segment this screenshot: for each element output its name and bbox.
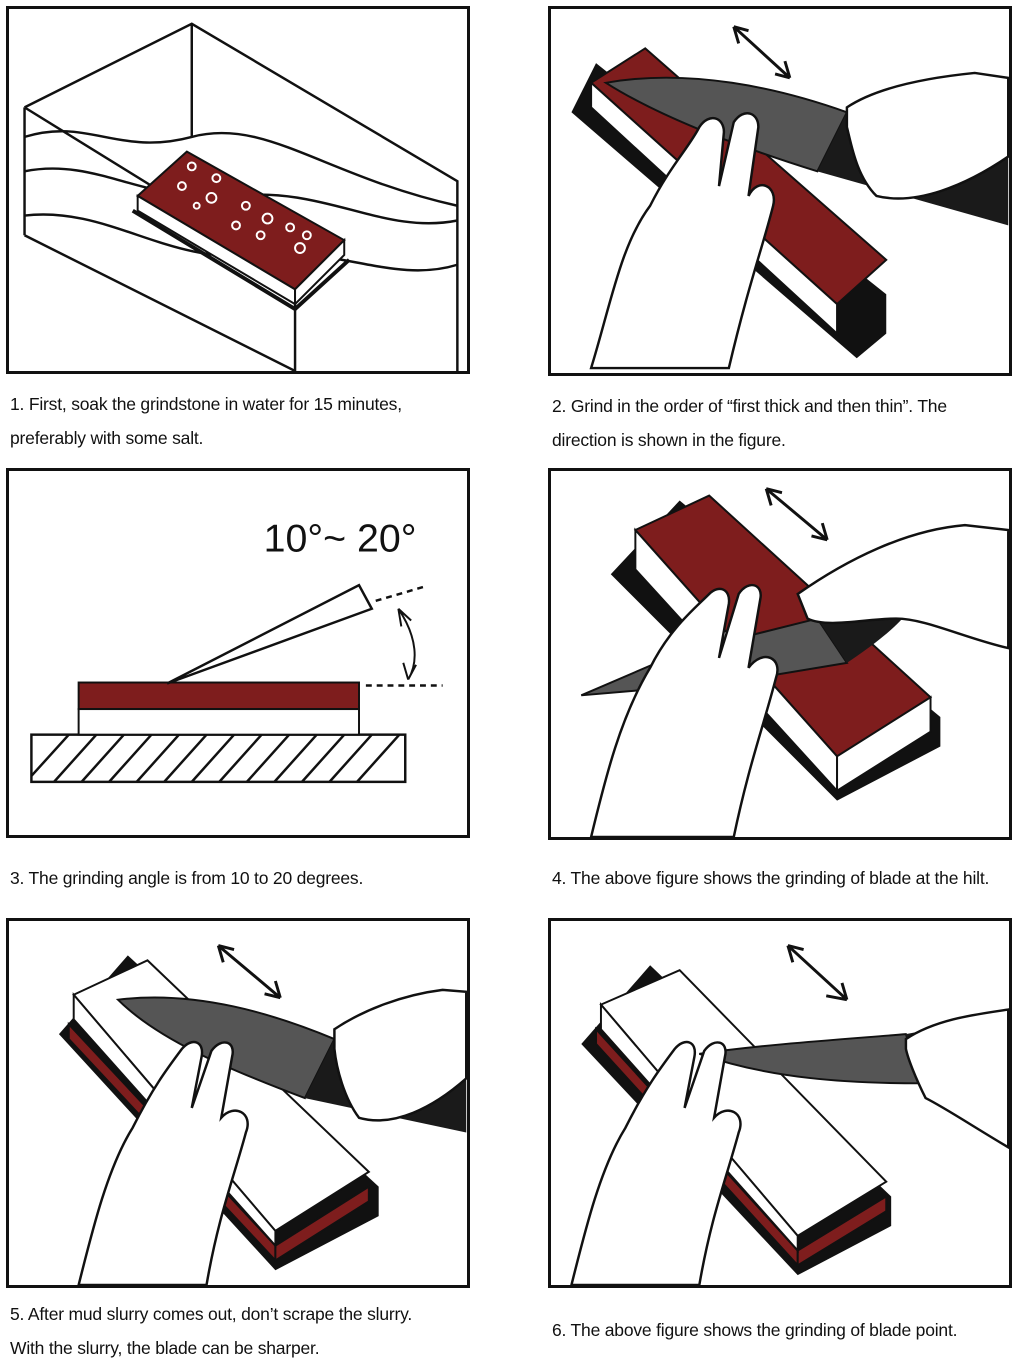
- caption-step-6-line1: 6. The above figure shows the grinding o…: [552, 1320, 958, 1340]
- grindstone-in-water: [131, 150, 351, 312]
- direction-arrow-icon: [732, 25, 792, 80]
- angle-label: 10°~ 20°: [264, 517, 417, 561]
- direction-arrow-icon: [786, 944, 849, 1002]
- caption-step-6: 6. The above figure shows the grinding o…: [552, 1313, 957, 1347]
- soak-illustration: [23, 22, 459, 371]
- slurry-illustration: [58, 944, 467, 1285]
- caption-step-5: 5. After mud slurry comes out, don’t scr…: [10, 1297, 412, 1365]
- grindstone-side: [77, 681, 360, 736]
- caption-step-2-line2: direction is shown in the figure.: [552, 430, 786, 450]
- angle-arc: [397, 608, 417, 681]
- caption-step-1: 1. First, soak the grindstone in water f…: [10, 387, 402, 455]
- caption-step-5-line2: With the slurry, the blade can be sharpe…: [10, 1338, 320, 1358]
- panel-hilt: [548, 468, 1012, 840]
- caption-step-2: 2. Grind in the order of “first thick an…: [552, 389, 947, 457]
- panel-slurry: [6, 918, 470, 1288]
- direction-arrow-icon: [216, 944, 282, 1000]
- blade: [166, 583, 374, 685]
- point-illustration: [570, 944, 1009, 1285]
- caption-step-3-line1: 3. The grinding angle is from 10 to 20 d…: [10, 868, 364, 888]
- thick-thin-illustration: [571, 25, 1009, 370]
- caption-step-2-line1: 2. Grind in the order of “first thick an…: [552, 396, 947, 416]
- panel-angle: 10°~ 20°: [6, 468, 470, 838]
- caption-step-4-line1: 4. The above figure shows the grinding o…: [552, 868, 990, 888]
- panel-thick-thin: [548, 6, 1012, 376]
- caption-step-3: 3. The grinding angle is from 10 to 20 d…: [10, 861, 363, 895]
- hands: [77, 988, 467, 1285]
- caption-step-1-line2: preferably with some salt.: [10, 428, 204, 448]
- direction-arrow-icon: [764, 487, 829, 542]
- hilt-illustration: [580, 487, 1009, 837]
- hands: [570, 1008, 1009, 1285]
- panel-point: [548, 918, 1012, 1288]
- angle-illustration: 10°~ 20°: [30, 517, 443, 784]
- caption-step-1-line1: 1. First, soak the grindstone in water f…: [10, 394, 402, 414]
- hands: [589, 523, 1009, 837]
- hands: [589, 71, 1009, 370]
- caption-step-5-line1: 5. After mud slurry comes out, don’t scr…: [10, 1304, 413, 1324]
- panel-soak: [6, 6, 470, 374]
- caption-step-4: 4. The above figure shows the grinding o…: [552, 861, 989, 895]
- hatched-table: [30, 733, 407, 784]
